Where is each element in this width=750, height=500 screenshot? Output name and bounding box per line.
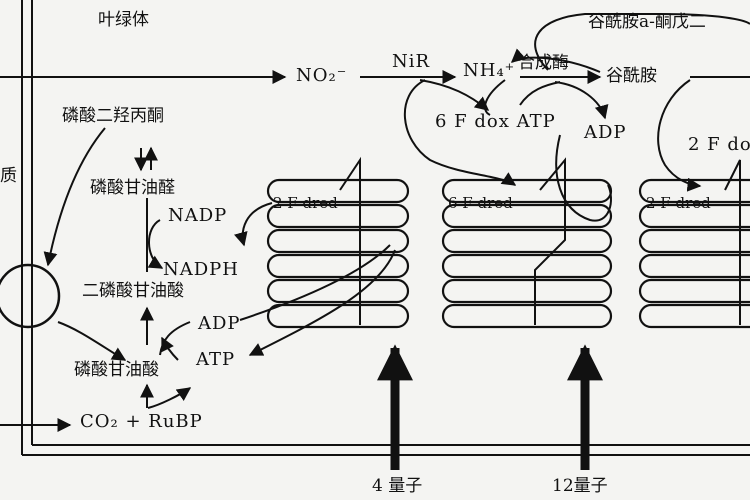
label-nadph: NADPH bbox=[163, 259, 239, 280]
nitrogen-pathway-line bbox=[0, 70, 750, 432]
label-fdox-atp: 6 F dox ATP bbox=[435, 111, 556, 132]
glutamine-return bbox=[510, 48, 601, 73]
right-fd-loop bbox=[657, 79, 702, 192]
label-fdred-3: 2 F dred bbox=[646, 194, 711, 212]
thylakoid-stack-2 bbox=[441, 178, 613, 329]
phosphate-translocator bbox=[0, 263, 61, 329]
label-pga: 磷酸甘油酸 bbox=[74, 360, 159, 380]
label-synthetase: 合成酶 bbox=[518, 53, 569, 73]
calvin-links bbox=[43, 127, 192, 409]
label-adp-top: ADP bbox=[584, 122, 627, 143]
stack1-cycles bbox=[233, 202, 396, 356]
label-nitrite: NO₂⁻ bbox=[296, 65, 348, 86]
label-nadp: NADP bbox=[168, 205, 228, 226]
label-quanta-4: 4 量子 bbox=[372, 476, 423, 496]
nir-fd-loop bbox=[403, 79, 517, 186]
label-ammonium: NH₄⁺ bbox=[463, 60, 516, 81]
label-bpg: 二磷酸甘油酸 bbox=[82, 281, 184, 301]
label-cytoplasm-partial: 质 bbox=[0, 166, 17, 186]
thylakoid-stack-1 bbox=[266, 178, 410, 329]
glutamate-loop bbox=[534, 13, 750, 71]
label-co2-rubp: CO₂ + RuBP bbox=[80, 411, 203, 432]
label-nir: NiR bbox=[392, 51, 431, 72]
label-dhap: 磷酸二羟丙酮 bbox=[62, 106, 164, 126]
gs-atp-loop bbox=[519, 81, 612, 222]
label-adp-left: ADP bbox=[198, 313, 241, 334]
quanta-arrows bbox=[377, 344, 603, 470]
electron-zigzag bbox=[339, 156, 741, 325]
thylakoid-stack-3 bbox=[638, 178, 750, 329]
label-g3p: 磷酸甘油醛 bbox=[90, 178, 175, 198]
label-atp-left: ATP bbox=[196, 349, 236, 370]
label-fdox-right: 2 F do bbox=[688, 134, 750, 155]
label-chloroplast: 叶绿体 bbox=[98, 10, 149, 30]
label-quanta-12: 12量子 bbox=[552, 476, 608, 496]
label-fdred-1: 2 F dred bbox=[273, 194, 338, 212]
label-glutamine: 谷酰胺 bbox=[606, 66, 657, 86]
label-fdred-2: 6 F dred bbox=[448, 194, 513, 212]
label-ketoglutarate: 谷酰胺a-酮戊二 bbox=[588, 12, 706, 32]
